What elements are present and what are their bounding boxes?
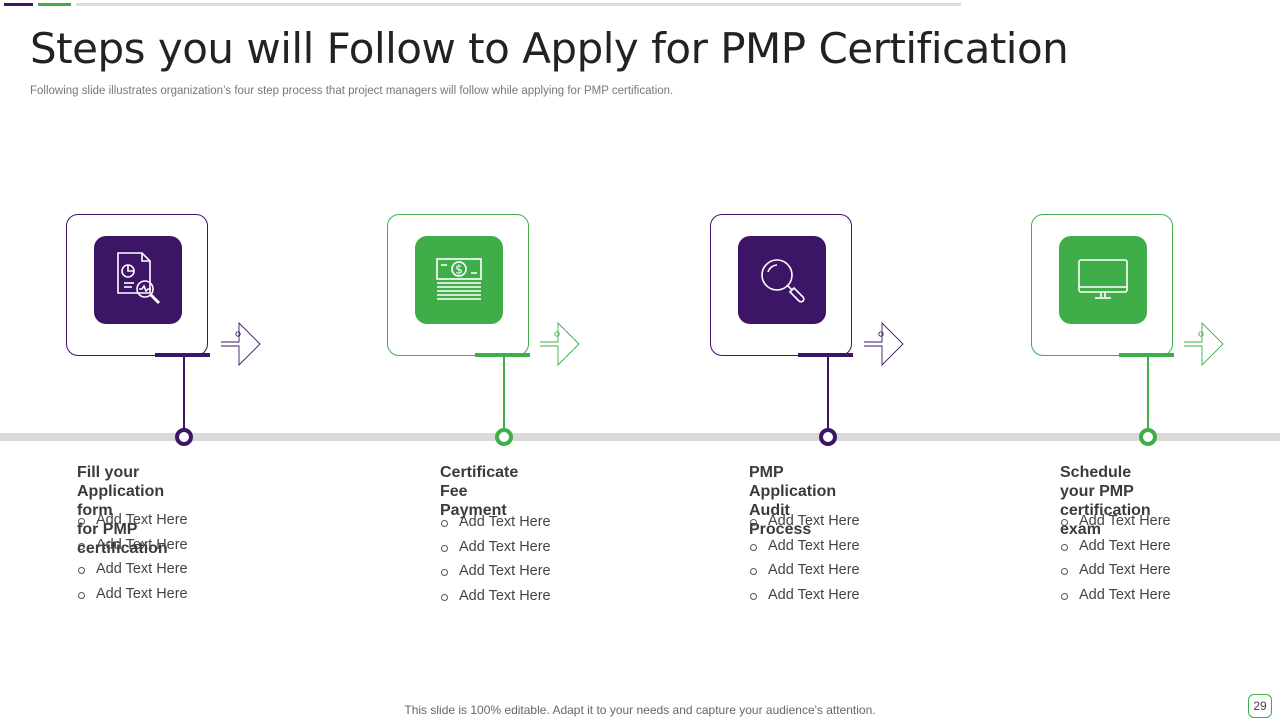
step-title: PMP Application Audit Process	[749, 464, 837, 538]
svg-text:$: $	[455, 263, 463, 277]
list-item: Add Text Here	[440, 510, 551, 535]
step-title: Schedule your PMP certification exam	[1060, 464, 1151, 538]
icon-tile: $	[415, 236, 503, 324]
step-card	[710, 214, 852, 356]
list-item: Add Text Here	[1060, 558, 1171, 583]
step-title: Certificate Fee Payment	[440, 464, 519, 519]
list-item: Add Text Here	[1060, 509, 1171, 534]
list-item: Add Text Here	[440, 535, 551, 560]
list-item: Add Text Here	[749, 509, 860, 534]
timeline-bar	[0, 433, 1280, 441]
cash-payment-icon: $	[436, 258, 482, 300]
step-arrow	[540, 322, 580, 366]
page-number: 29	[1248, 694, 1272, 718]
list-item: Add Text Here	[749, 583, 860, 608]
timeline-node	[175, 428, 193, 446]
top-accent-purple	[4, 3, 33, 6]
step-connector-line	[827, 357, 829, 429]
list-item: Add Text Here	[1060, 583, 1171, 608]
step-arrow	[864, 322, 904, 366]
icon-tile	[738, 236, 826, 324]
slide-footer-note: This slide is 100% editable. Adapt it to…	[404, 703, 876, 717]
card-connector-bar	[155, 353, 210, 357]
top-accent-gray	[76, 3, 961, 6]
card-connector-bar	[798, 353, 853, 357]
step-title: Fill your Application form for PMP certi…	[77, 464, 168, 557]
step-connector-line	[183, 357, 185, 429]
list-item: Add Text Here	[1060, 534, 1171, 559]
step-connector-line	[503, 357, 505, 429]
step-bullet-list: Add Text Here Add Text Here Add Text Her…	[440, 510, 551, 609]
step-bullet-list: Add Text Here Add Text Here Add Text Her…	[1060, 509, 1171, 608]
monitor-icon	[1078, 259, 1128, 299]
icon-tile	[94, 236, 182, 324]
step-arrow	[221, 322, 261, 366]
list-item: Add Text Here	[440, 559, 551, 584]
list-item: Add Text Here	[77, 533, 188, 558]
timeline-node	[1139, 428, 1157, 446]
slide-title: Steps you will Follow to Apply for PMP C…	[30, 24, 1069, 73]
step-connector-line	[1147, 357, 1149, 429]
list-item: Add Text Here	[749, 558, 860, 583]
list-item: Add Text Here	[440, 584, 551, 609]
list-item: Add Text Here	[77, 582, 188, 607]
step-card	[1031, 214, 1173, 356]
list-item: Add Text Here	[749, 534, 860, 559]
step-card: $	[387, 214, 529, 356]
icon-tile	[1059, 236, 1147, 324]
card-connector-bar	[1119, 353, 1174, 357]
top-accent-green	[38, 3, 71, 6]
list-item: Add Text Here	[77, 557, 188, 582]
document-analysis-icon	[117, 252, 161, 305]
step-arrow	[1184, 322, 1224, 366]
slide-subtitle: Following slide illustrates organization…	[30, 85, 674, 97]
step-bullet-list: Add Text Here Add Text Here Add Text Her…	[749, 509, 860, 608]
timeline-node	[819, 428, 837, 446]
timeline-node	[495, 428, 513, 446]
list-item: Add Text Here	[77, 508, 188, 533]
step-bullet-list: Add Text Here Add Text Here Add Text Her…	[77, 508, 188, 607]
step-card	[66, 214, 208, 356]
magnifier-icon	[761, 259, 805, 303]
card-connector-bar	[475, 353, 530, 357]
